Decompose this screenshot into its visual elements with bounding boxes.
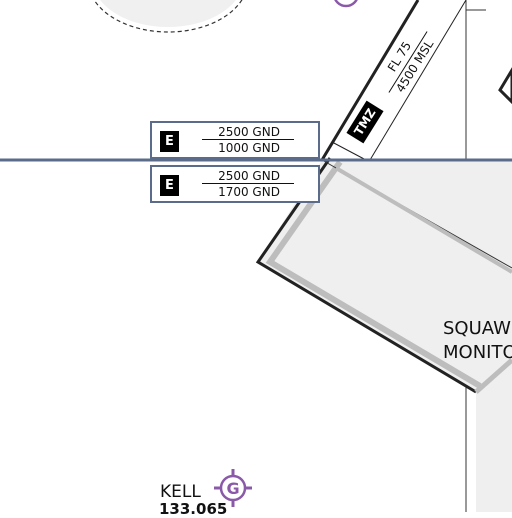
- airfield-name: KELL: [160, 482, 201, 502]
- restricted-zone: [255, 157, 512, 512]
- zone-label-line2: MONITOR: [443, 342, 512, 363]
- airfield-frequency: 133.065: [159, 500, 228, 518]
- airspace-class-badge: E: [160, 131, 179, 152]
- airspace-class-badge: E: [160, 175, 179, 196]
- dashed-circle-airspace: [92, 0, 244, 33]
- airspace-upper-limit: 2500 GND: [218, 125, 280, 139]
- airspace-upper-limit: 2500 GND: [218, 169, 280, 183]
- zone-label-line1: SQUAWK: [443, 318, 512, 339]
- airspace-class-box-lower: E 2500 GND 1700 GND: [150, 165, 320, 203]
- altitude-divider: [202, 139, 294, 140]
- airspace-lower-limit: 1000 GND: [218, 141, 280, 155]
- glider-airfield-icon: G: [214, 469, 252, 507]
- airspace-lower-limit: 1700 GND: [218, 185, 280, 199]
- edge-symbol: [498, 67, 512, 105]
- altitude-divider: [202, 183, 294, 184]
- airspace-class-box-upper: E 2500 GND 1000 GND: [150, 121, 320, 159]
- airfield-icon-top: [334, 0, 358, 8]
- tmz-corridor: [320, 0, 467, 161]
- svg-text:G: G: [226, 479, 239, 498]
